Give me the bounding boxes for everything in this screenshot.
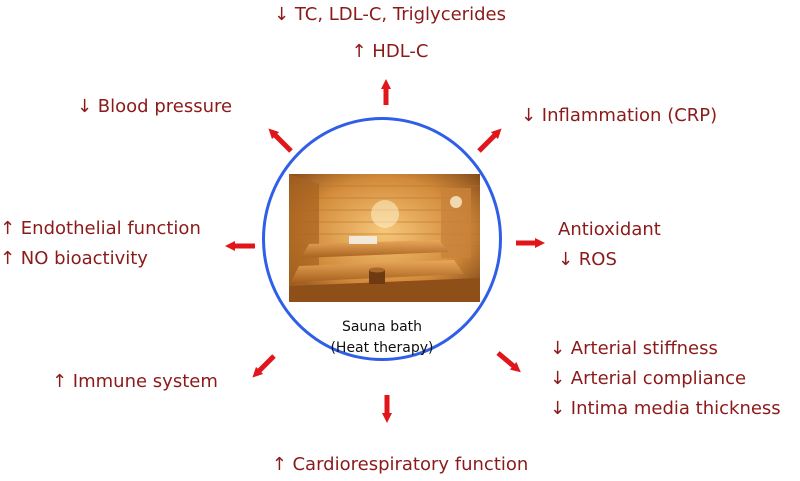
label-antioxidant-line2: ↓ ROS: [558, 249, 617, 270]
label-lipids: ↓ TC, LDL-C, Triglycerides ↑ HDL-C: [230, 0, 550, 67]
label-antioxidant-line1: Antioxidant: [558, 219, 661, 240]
label-endothelial: ↑ Endothelial function ↑ NO bioactivity: [0, 214, 201, 274]
arrow-down-right: [496, 351, 521, 373]
label-blood-pressure: ↓ Blood pressure: [77, 92, 232, 122]
arrow-down-left: [252, 354, 276, 378]
label-endothelial-line1: ↑ Endothelial function: [0, 218, 201, 239]
label-arterial-line1: ↓ Arterial stiffness: [550, 338, 718, 359]
label-arterial-line3: ↓ Intima media thickness: [550, 398, 781, 419]
center-caption-subtitle: (Heat therapy): [330, 340, 434, 356]
arrow-up-right: [477, 128, 502, 153]
label-immune-line1: ↑ Immune system: [52, 371, 218, 392]
label-antioxidant: Antioxidant ↓ ROS: [558, 215, 661, 275]
label-arterial-line2: ↓ Arterial compliance: [550, 368, 747, 389]
label-cardiorespiratory-line1: ↑ Cardiorespiratory function: [271, 454, 529, 475]
center-caption-title: Sauna bath: [341, 319, 423, 335]
label-lipids-line1: ↓ TC, LDL-C, Triglycerides: [274, 4, 506, 25]
label-blood-pressure-line1: ↓ Blood pressure: [77, 96, 233, 117]
label-immune: ↑ Immune system: [52, 367, 218, 397]
label-arterial: ↓ Arterial stiffness ↓ Arterial complian…: [550, 334, 781, 424]
label-lipids-line2: ↑ HDL-C: [351, 41, 429, 62]
label-cardiorespiratory: ↑ Cardiorespiratory function: [200, 450, 600, 480]
label-inflammation: ↓ Inflammation (CRP): [521, 101, 717, 131]
arrow-up-left: [268, 128, 293, 153]
sauna-room-photo: [289, 174, 480, 302]
label-endothelial-line2: ↑ NO bioactivity: [0, 248, 148, 269]
label-inflammation-line1: ↓ Inflammation (CRP): [521, 105, 718, 126]
